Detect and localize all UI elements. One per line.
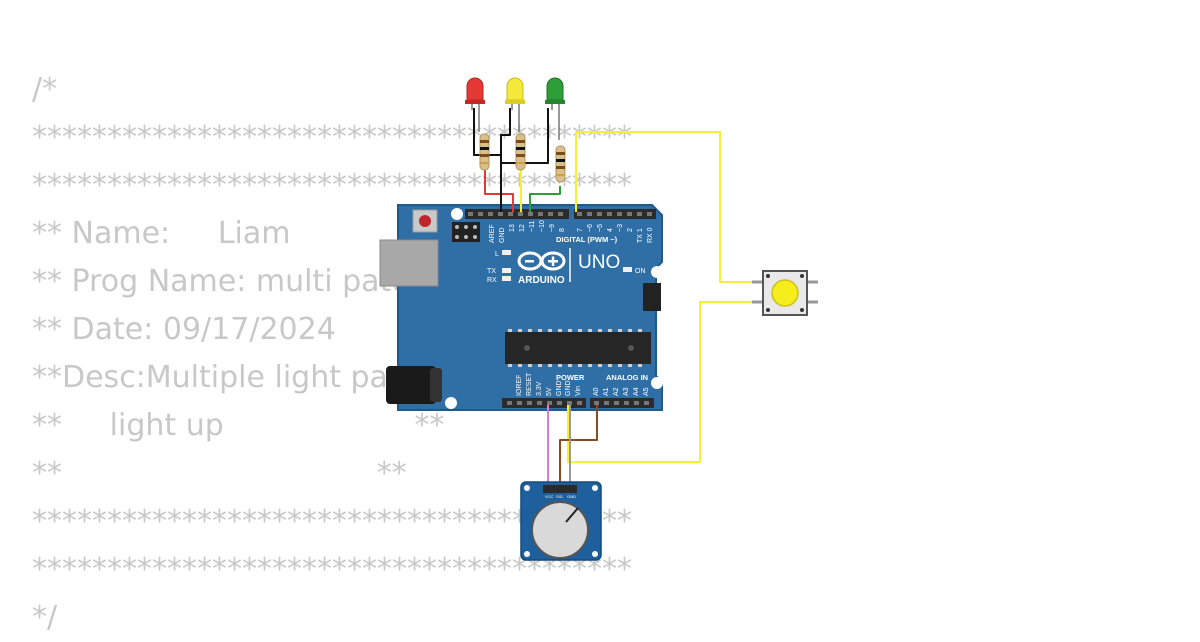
pin-9-label: ~9 bbox=[549, 224, 556, 232]
led-rx-indicator bbox=[502, 276, 511, 281]
power-header bbox=[502, 398, 586, 408]
on-label: ON bbox=[635, 268, 646, 275]
a1-pin-label: A1 bbox=[603, 387, 610, 396]
analog-in-label: ANALOG IN bbox=[606, 373, 648, 382]
arduino-uno-board[interactable]: ARDUINO UNO DIGITAL (PWM ~) L TX RX ON P… bbox=[379, 204, 663, 411]
a5-pin-label: A5 bbox=[643, 387, 650, 396]
model-label: UNO bbox=[578, 252, 620, 273]
resistor-2[interactable] bbox=[515, 133, 526, 171]
led-on-indicator bbox=[623, 267, 632, 272]
code-line: ** Name: Liam bbox=[32, 216, 291, 251]
digital-header-1 bbox=[465, 209, 569, 219]
a4-pin-label: A4 bbox=[633, 387, 640, 396]
code-line: ** light up ** bbox=[32, 408, 445, 443]
pin-5-label: ~5 bbox=[597, 224, 604, 232]
rx-label: RX bbox=[487, 277, 497, 284]
pin-11-label: ~11 bbox=[529, 221, 536, 232]
pot-knob[interactable] bbox=[531, 501, 589, 559]
gnd-pin-label-1: GND bbox=[556, 380, 563, 396]
pot-gnd-label: GND bbox=[567, 494, 576, 499]
brand-label: ARDUINO bbox=[518, 275, 565, 286]
wire-ground-yellow[interactable] bbox=[500, 108, 511, 165]
pushbutton[interactable] bbox=[752, 270, 818, 316]
5v-pin-label: 5V bbox=[546, 387, 553, 396]
code-line: */ bbox=[32, 600, 58, 635]
pin-3-label: ~3 bbox=[617, 224, 624, 232]
mounting-hole bbox=[651, 266, 663, 278]
code-line: ** Date: 09/17/2024 bbox=[32, 312, 336, 347]
gnd-pin-label-2: GND bbox=[565, 380, 572, 396]
a0-pin-label: A0 bbox=[593, 387, 600, 396]
pin-12-label: 12 bbox=[519, 224, 526, 232]
icsp-header-2 bbox=[643, 283, 661, 311]
ioref-pin-label: IOREF bbox=[516, 375, 523, 396]
a2-pin-label: A2 bbox=[613, 387, 620, 396]
code-line: /* bbox=[32, 72, 58, 107]
code-line: **************************************** bbox=[32, 168, 632, 203]
pot-indicator bbox=[565, 507, 579, 523]
l-label: L bbox=[495, 251, 499, 258]
a3-pin-label: A3 bbox=[623, 387, 630, 396]
resistor-3[interactable] bbox=[555, 145, 566, 183]
wire-button-power[interactable] bbox=[567, 301, 764, 463]
resistor-1[interactable] bbox=[479, 133, 490, 171]
vin-pin-label: Vin bbox=[575, 386, 582, 396]
rx0-pin-label: RX 0 bbox=[647, 227, 654, 243]
pin-2-label: 2 bbox=[627, 228, 634, 232]
mounting-hole bbox=[651, 377, 663, 389]
code-line: ** ** bbox=[32, 456, 407, 491]
tx1-pin-label: TX 1 bbox=[637, 228, 644, 243]
gnd-pin-label: GND bbox=[499, 227, 506, 243]
wire-pot-signal[interactable] bbox=[559, 405, 598, 488]
pin-13-label: 13 bbox=[509, 224, 516, 232]
code-line: **************************************** bbox=[32, 120, 632, 155]
potentiometer[interactable]: VCC SIG GND bbox=[520, 481, 602, 561]
pin-7-label: 7 bbox=[577, 228, 584, 232]
power-jack bbox=[386, 366, 436, 404]
mounting-hole bbox=[451, 208, 463, 220]
tx-label: TX bbox=[487, 268, 496, 275]
wire-red-led[interactable] bbox=[484, 170, 514, 212]
reset-pin-label: RESET bbox=[526, 372, 533, 396]
analog-header bbox=[590, 398, 654, 408]
mounting-hole bbox=[445, 397, 457, 409]
led-l-indicator bbox=[502, 250, 511, 255]
button-cap[interactable] bbox=[771, 279, 799, 307]
wire-button-signal[interactable] bbox=[575, 131, 764, 283]
led-green[interactable] bbox=[545, 77, 565, 112]
aref-pin-label: AREF bbox=[489, 224, 496, 243]
led-yellow[interactable] bbox=[505, 77, 525, 112]
power-label: POWER bbox=[556, 373, 585, 382]
3v3-pin-label: 3.3V bbox=[536, 381, 543, 396]
pot-vcc-label: VCC bbox=[545, 494, 554, 499]
arduino-logo-icon bbox=[517, 251, 566, 271]
usb-port bbox=[379, 239, 439, 287]
pot-sig-label: SIG bbox=[556, 494, 563, 499]
led-red[interactable] bbox=[465, 77, 485, 112]
wire-green-led[interactable] bbox=[529, 186, 561, 212]
pin-10-label: ~10 bbox=[539, 220, 546, 232]
digital-label: DIGITAL (PWM ~) bbox=[556, 235, 618, 244]
pin-6-label: ~6 bbox=[587, 224, 594, 232]
digital-header-2 bbox=[574, 209, 656, 219]
led-tx-indicator bbox=[502, 268, 511, 273]
pin-8-label: 8 bbox=[559, 228, 566, 232]
pin-4-label: 4 bbox=[607, 228, 614, 232]
